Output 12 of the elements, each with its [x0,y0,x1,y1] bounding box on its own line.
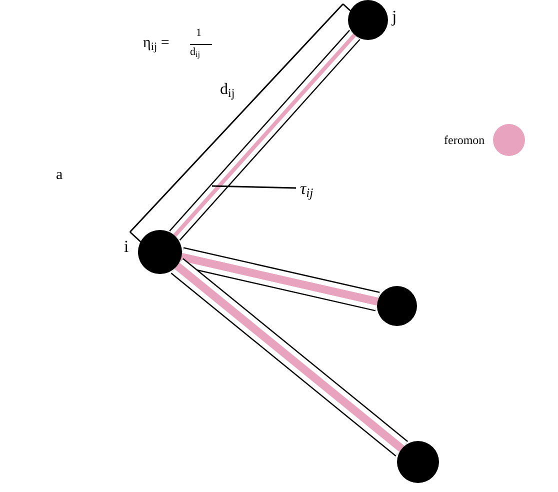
node-label: i [124,238,129,255]
formula-text: 1 [196,28,202,39]
node-label: j [392,8,397,25]
pheromone-trail [169,30,360,241]
text-label: d$_{ij}$ [220,82,235,98]
text-label: a [56,168,63,183]
leader-line [212,185,296,189]
pheromone-trail [170,258,408,456]
formula-text: d$_{ij}$ [190,47,200,58]
pheromone-trail [179,247,380,312]
formula-text: η$_{ij}$ = [143,36,170,51]
legend-label: feromon [444,132,485,149]
